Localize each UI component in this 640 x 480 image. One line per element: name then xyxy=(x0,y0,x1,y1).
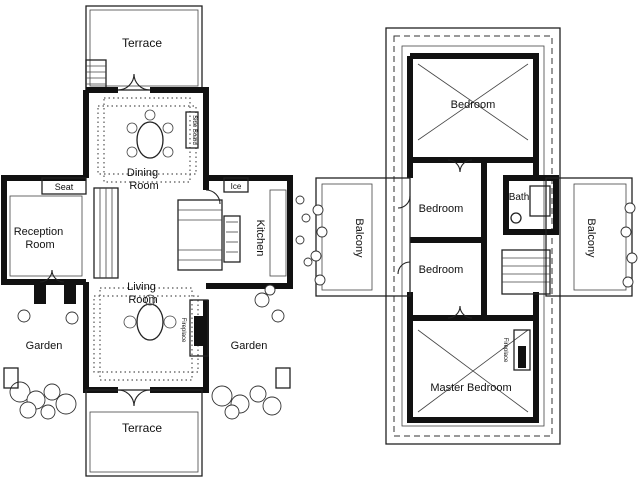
label-seat: Seat xyxy=(55,182,74,192)
label-garden-right: Garden xyxy=(231,340,268,352)
ice-box xyxy=(223,177,249,193)
label-master-bedroom: Master Bedroom xyxy=(430,382,511,394)
door-kitchen xyxy=(205,189,221,205)
upper-stair xyxy=(501,249,551,295)
label-living-room-line1: Living xyxy=(127,281,156,293)
label-terrace-bottom: Terrace xyxy=(122,421,162,435)
stair-core xyxy=(177,199,223,271)
label-living-room: Living Room xyxy=(127,281,159,306)
door-upper-1 xyxy=(447,159,473,173)
living-table xyxy=(136,303,164,341)
seat-nook xyxy=(41,177,87,195)
label-garden-left: Garden xyxy=(26,340,63,352)
label-upper-fireplace: Fireplace xyxy=(502,338,508,363)
ground-floor-plan xyxy=(1,5,313,477)
upper-fireplace xyxy=(513,329,531,371)
pier-left xyxy=(34,284,46,304)
dining-room-walls xyxy=(83,87,209,190)
stair-steps xyxy=(85,59,107,91)
label-fireplace: Fireplace xyxy=(180,318,186,343)
balcony-left-outline xyxy=(315,177,411,297)
door-balcony-left xyxy=(397,195,411,209)
label-dining-room: Dining Room xyxy=(127,167,161,192)
dining-table xyxy=(136,121,164,159)
label-bedroom-middle-2: Bedroom xyxy=(419,264,464,276)
label-dining-room-line2: Room xyxy=(129,180,158,192)
label-ice: Ice xyxy=(231,182,242,191)
door-dining-terrace xyxy=(117,73,151,91)
door-living-terrace xyxy=(117,389,151,407)
door-reception xyxy=(39,269,65,283)
label-kitchen: Kitchen xyxy=(254,220,266,257)
balcony-right-outline xyxy=(545,177,633,297)
label-reception-room-line1: Reception xyxy=(14,226,64,238)
pier-right xyxy=(64,284,76,304)
label-reception-room-line2: Room xyxy=(25,239,54,251)
label-balcony-right: Balcony xyxy=(585,218,597,258)
terrace-bottom-outline xyxy=(85,389,203,477)
label-terrace-top: Terrace xyxy=(122,36,162,50)
label-side-board: Side Board xyxy=(191,115,197,145)
vines-kitchen xyxy=(295,195,313,267)
door-upper-2 xyxy=(447,305,473,319)
kitchen-counter xyxy=(223,215,241,263)
label-bedroom-middle-1: Bedroom xyxy=(419,203,464,215)
side-board xyxy=(185,111,199,149)
upper-floor-plan xyxy=(310,27,638,445)
label-balcony-left: Balcony xyxy=(353,218,365,258)
dining-rug xyxy=(103,97,191,183)
balcony-plants xyxy=(310,202,638,288)
living-rug xyxy=(99,287,193,381)
garden-shrubs-left xyxy=(3,309,79,420)
bathtub xyxy=(529,185,551,217)
fireplace xyxy=(189,299,209,357)
terrace-top-outline xyxy=(85,5,203,91)
label-reception-room: Reception Room xyxy=(14,226,67,251)
label-bath: Bath xyxy=(509,192,530,203)
garden-shrubs-right xyxy=(211,284,291,420)
bath-walls xyxy=(503,175,559,235)
roof-eave xyxy=(385,27,561,445)
label-dining-room-line1: Dining xyxy=(127,167,158,179)
label-bedroom-top: Bedroom xyxy=(451,99,496,111)
label-living-room-line2: Room xyxy=(128,294,157,306)
